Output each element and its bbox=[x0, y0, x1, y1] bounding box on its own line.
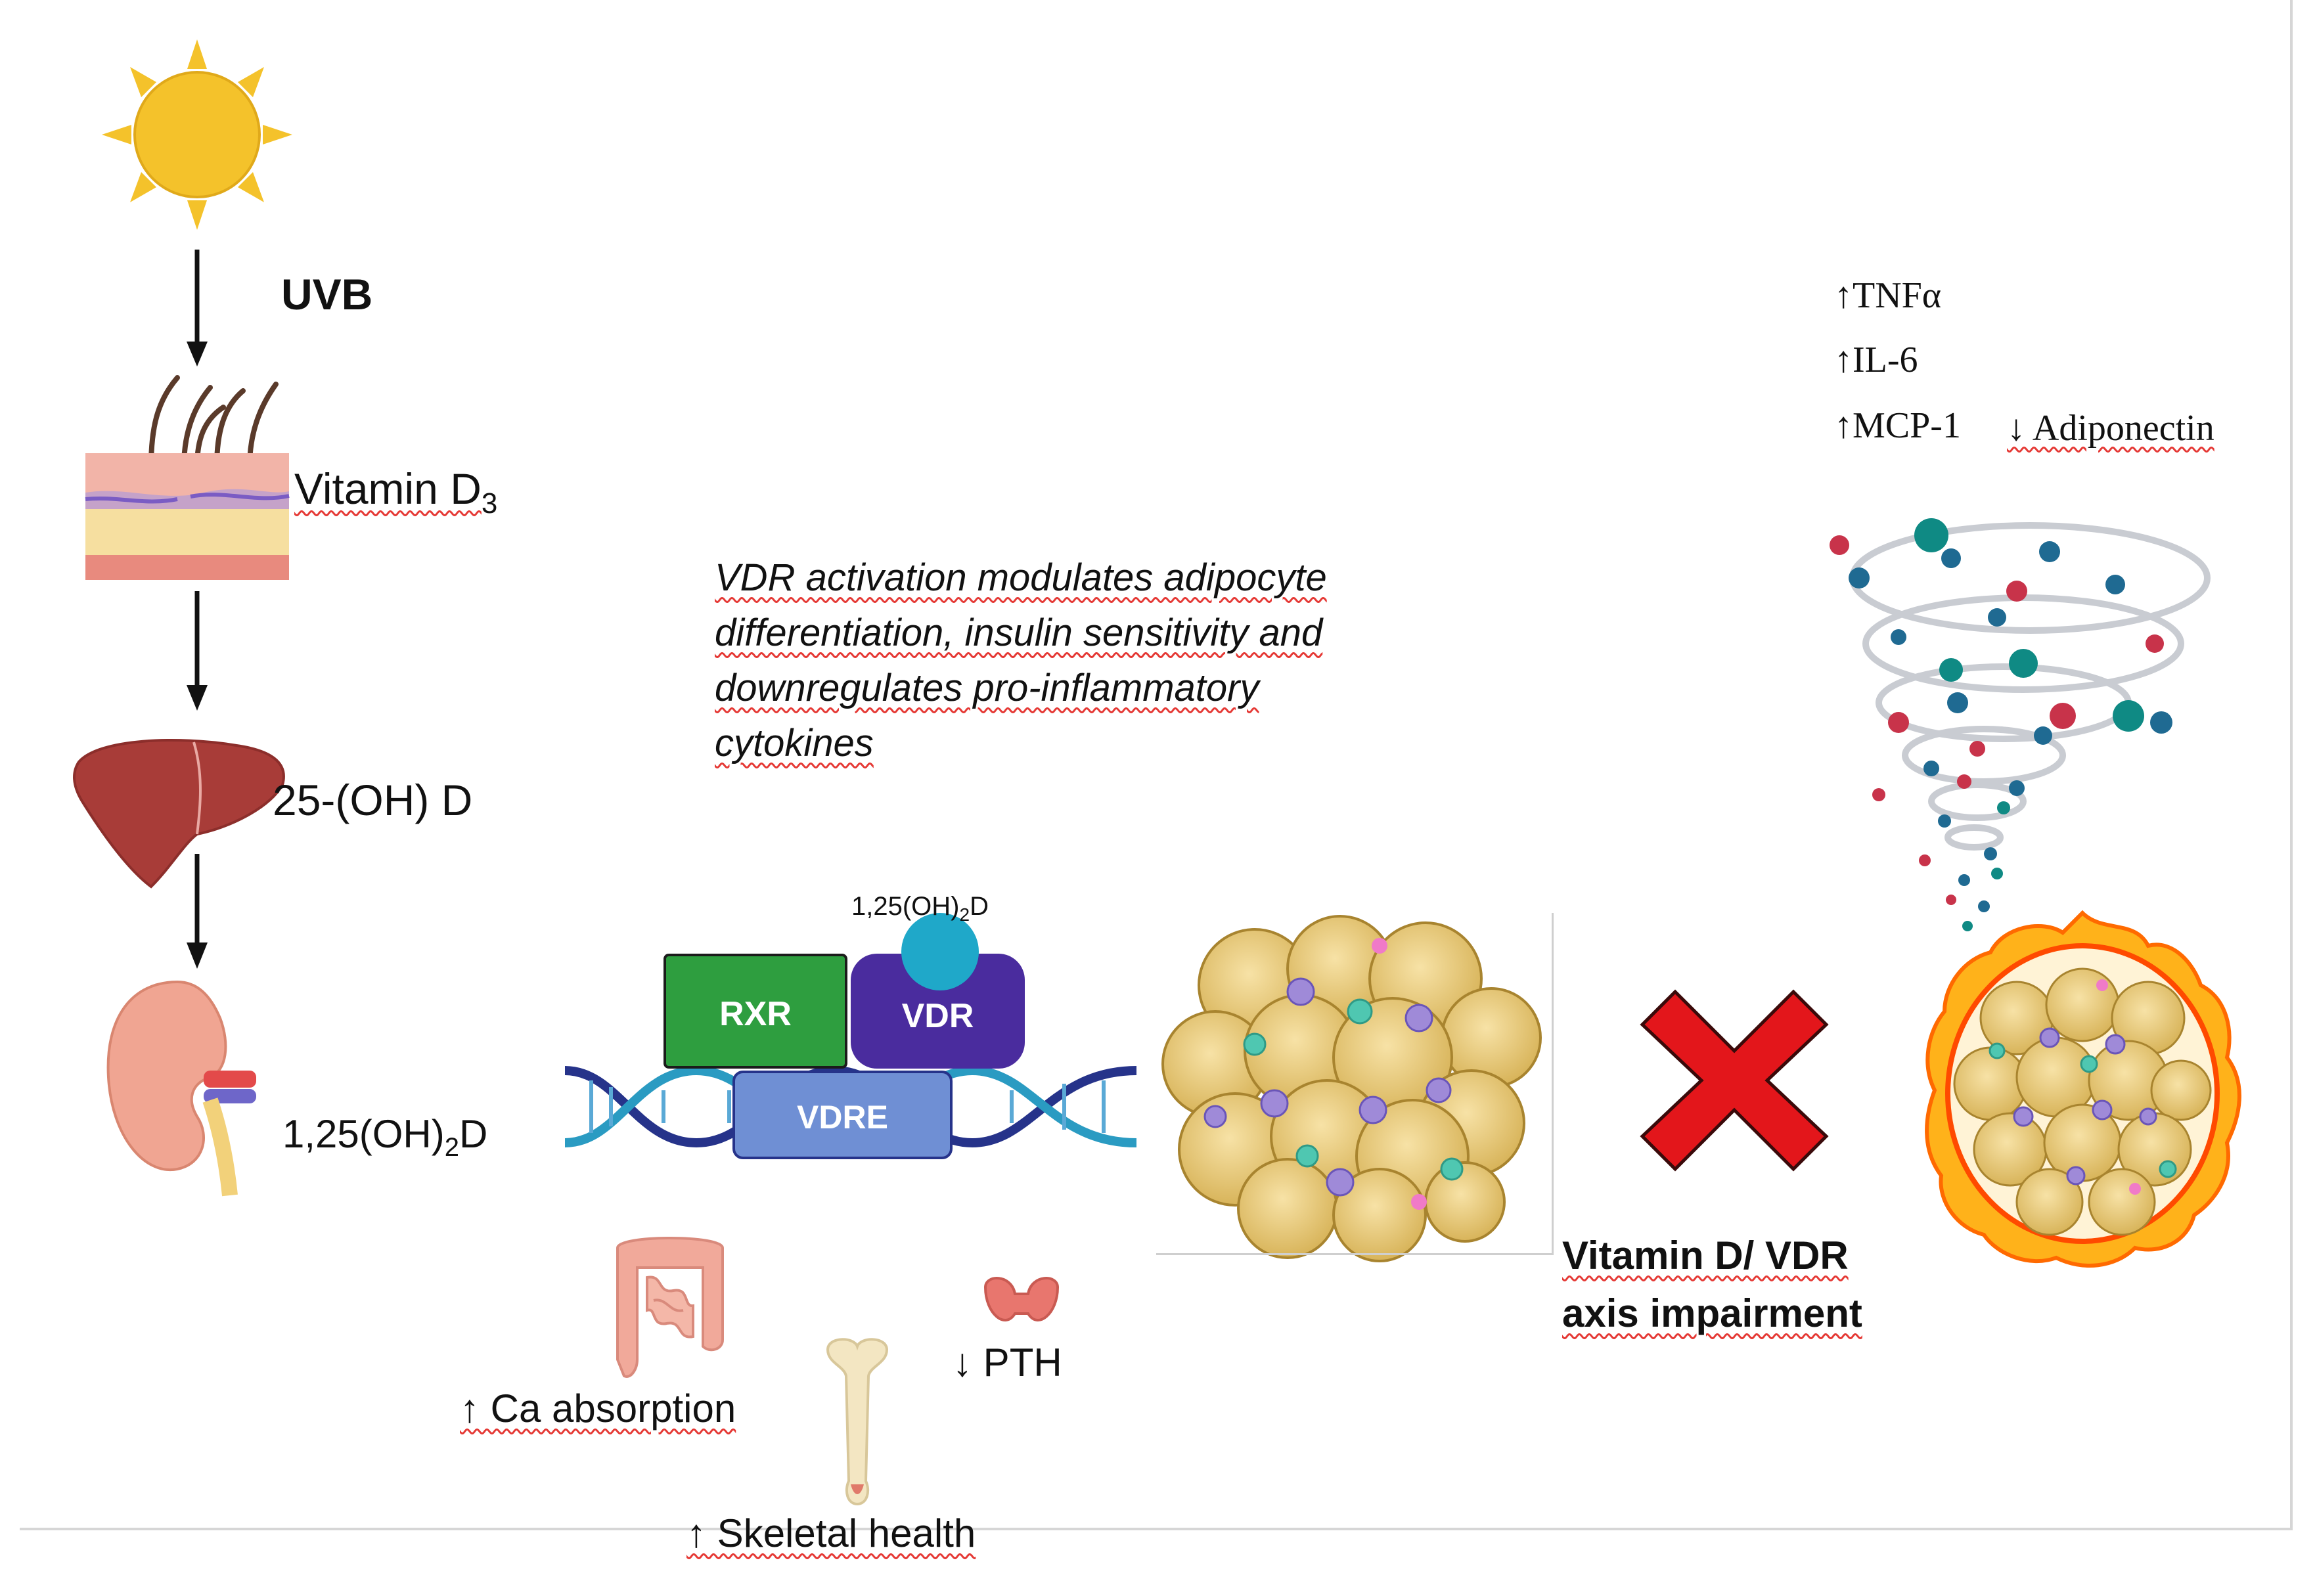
mcp1-label: ↑MCP-1 bbox=[1834, 405, 1961, 446]
liver-icon bbox=[73, 739, 285, 889]
impairment-line-1: Vitamin D/ VDR bbox=[1562, 1227, 1862, 1285]
vdr-label: VDR bbox=[901, 997, 974, 1035]
description-line-1: VDR activation modulates adipocyte bbox=[715, 556, 1327, 599]
thyroid-icon bbox=[983, 1277, 1060, 1321]
impairment-line-2: axis impairment bbox=[1562, 1285, 1862, 1342]
vitamin-d3-label: Vitamin D3 bbox=[294, 464, 497, 520]
kidney-product-subscript: 2 bbox=[444, 1133, 459, 1162]
vitamin-d3-text: Vitamin D bbox=[294, 464, 482, 513]
intestine-icon bbox=[616, 1237, 724, 1378]
ca-absorption-label: ↑ Ca absorption bbox=[460, 1386, 736, 1431]
arrow-liver-to-kidney bbox=[187, 854, 208, 969]
sun-icon bbox=[102, 39, 292, 230]
kidney-product-end: D bbox=[459, 1112, 488, 1156]
kidney-product-text: 1,25(OH) bbox=[282, 1112, 445, 1156]
adipose-frame-right bbox=[1552, 913, 1554, 1254]
ligand-end: D bbox=[970, 892, 989, 921]
description-line-4: cytokines bbox=[715, 722, 874, 765]
cytokine-swirl-icon bbox=[1830, 518, 2211, 931]
uvb-label: UVB bbox=[281, 270, 373, 319]
frame-right-line bbox=[2290, 0, 2293, 1530]
adiponectin-label: ↓ Adiponectin bbox=[2007, 407, 2214, 449]
description-line-3: downregulates pro-inflammatory bbox=[715, 667, 1259, 709]
skeletal-health-label: ↑ Skeletal health bbox=[686, 1511, 976, 1556]
vitamin-d3-subscript: 3 bbox=[481, 487, 498, 520]
frame-bottom-line bbox=[20, 1528, 2293, 1530]
description-line-2: differentiation, insulin sensitivity and bbox=[715, 611, 1323, 654]
ligand-label: 1,25(OH)2D bbox=[851, 892, 989, 925]
adipose-tissue-icon bbox=[1161, 915, 1542, 1262]
impairment-label: Vitamin D/ VDR axis impairment bbox=[1562, 1227, 1862, 1342]
ca-absorption-text: ↑ Ca absorption bbox=[460, 1386, 736, 1430]
vdre-box: VDRE bbox=[732, 1071, 953, 1159]
il6-label: ↑IL-6 bbox=[1834, 340, 1918, 380]
adiponectin-text: ↓ Adiponectin bbox=[2007, 408, 2214, 449]
vdr-description: VDR activation modulates adipocyte diffe… bbox=[715, 550, 1327, 771]
bone-icon bbox=[826, 1338, 889, 1506]
inflamed-adipose-icon bbox=[1925, 910, 2241, 1268]
liver-product-label: 25-(OH) D bbox=[273, 776, 473, 824]
vdr-box: VDR bbox=[851, 954, 1025, 1069]
arrow-skin-to-liver bbox=[187, 591, 208, 711]
ligand-circle bbox=[901, 913, 979, 990]
tnf-label: ↑TNFα bbox=[1834, 275, 1942, 316]
skin-icon bbox=[85, 375, 290, 580]
impairment-line-2-text: axis impairment bbox=[1562, 1291, 1862, 1335]
impairment-line-1-text: Vitamin D/ VDR bbox=[1562, 1233, 1849, 1277]
rxr-label: RXR bbox=[719, 995, 792, 1033]
kidney-product-label: 1,25(OH)2D bbox=[282, 1111, 487, 1163]
skeletal-health-text: ↑ Skeletal health bbox=[686, 1511, 976, 1555]
ligand-text: 1,25(OH) bbox=[851, 892, 960, 921]
arrow-sun-to-skin bbox=[187, 250, 208, 366]
red-x-icon bbox=[1640, 989, 1829, 1172]
kidney-icon bbox=[106, 980, 256, 1197]
rxr-box: RXR bbox=[663, 954, 847, 1069]
ligand-subscript: 2 bbox=[959, 904, 970, 925]
vdre-label: VDRE bbox=[797, 1099, 888, 1136]
adipose-frame-bottom bbox=[1156, 1253, 1554, 1255]
pth-label: ↓ PTH bbox=[953, 1341, 1062, 1385]
